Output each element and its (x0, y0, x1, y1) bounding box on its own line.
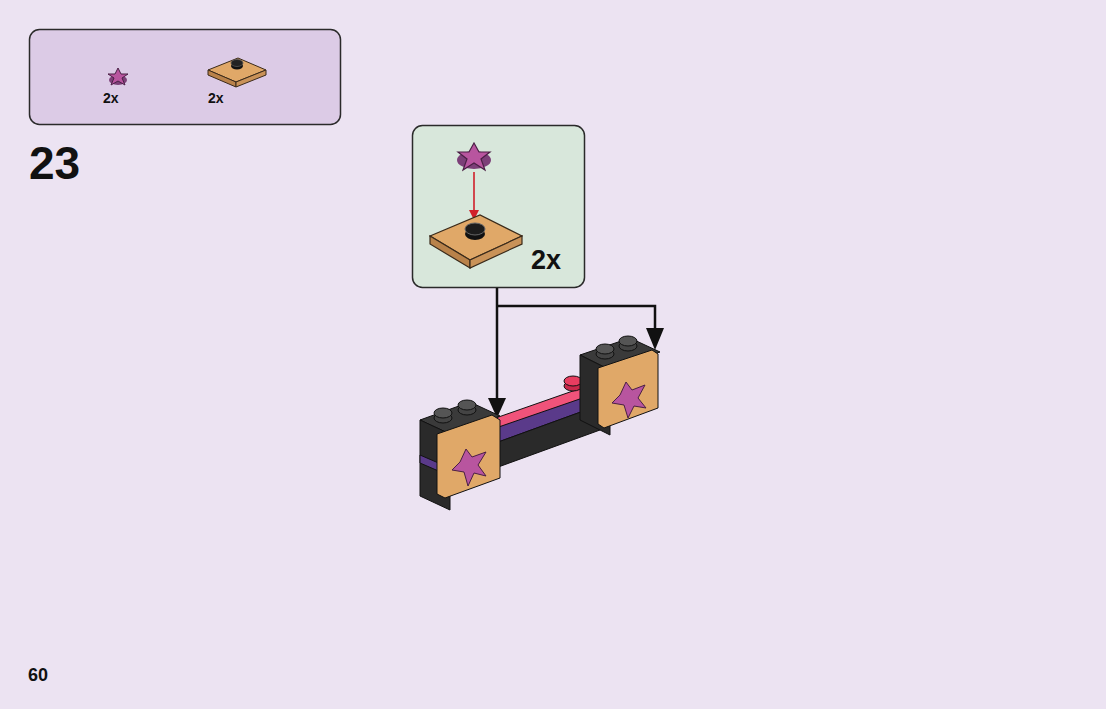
tile-part-icon (208, 58, 266, 87)
star-part-icon (108, 68, 128, 85)
page-number: 60 (28, 666, 48, 684)
callout-star (457, 143, 491, 170)
part-quantity: 2x (103, 91, 119, 105)
parts-panel (30, 30, 341, 125)
parts-panel: 2x 2x (29, 29, 341, 125)
part-quantity: 2x (208, 91, 224, 105)
model (420, 336, 660, 510)
callout-box (413, 126, 585, 288)
callout-quantity: 2x (531, 247, 561, 274)
step-number: 23 (29, 140, 80, 186)
callout-box: 2x (412, 125, 585, 288)
callout-tile (430, 215, 522, 268)
assembly-arrow (473, 172, 475, 212)
